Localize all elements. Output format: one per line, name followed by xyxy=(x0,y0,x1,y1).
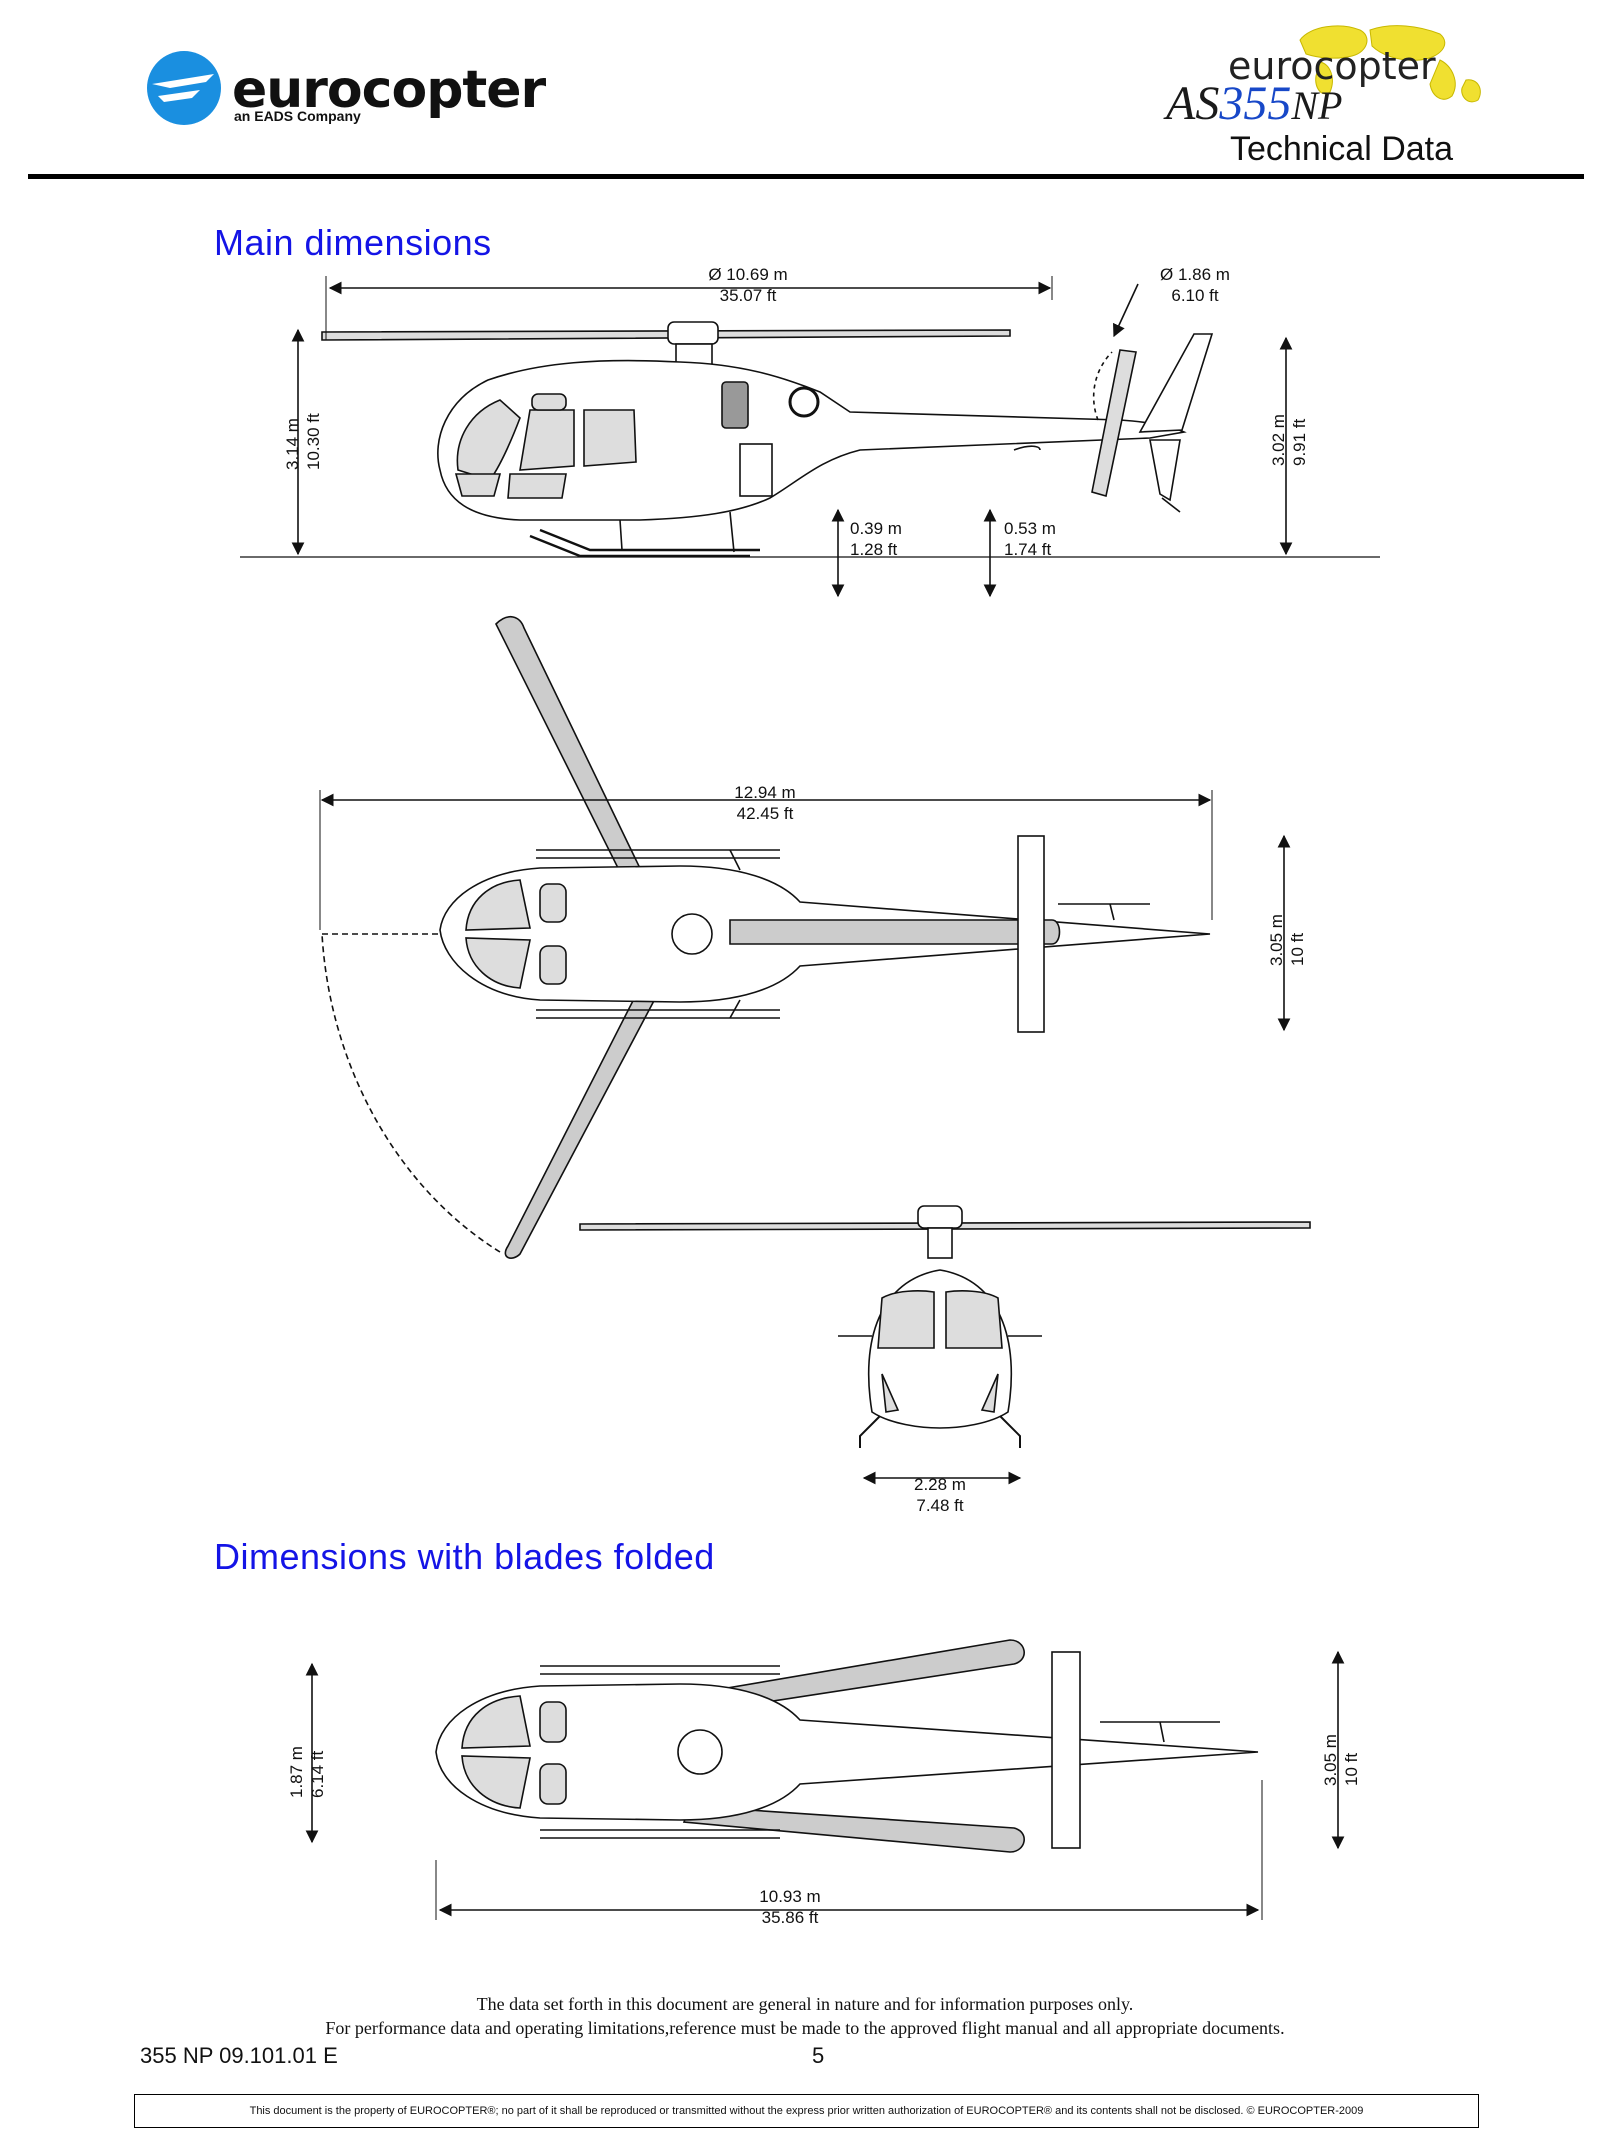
rotor-diameter-m: Ø 10.69 m xyxy=(708,265,788,284)
folded-stabilizer-ft: 10 ft xyxy=(1342,1752,1361,1786)
tail-height-ft: 9.91 ft xyxy=(1290,418,1309,466)
header-divider xyxy=(28,174,1584,179)
skid-width-ft: 7.48 ft xyxy=(916,1496,964,1515)
model-number: 355 xyxy=(1219,77,1292,130)
folded-width-m: 1.87 m xyxy=(287,1746,306,1798)
disclaimer-line-2: For performance data and operating limit… xyxy=(325,2018,1285,2038)
page-number: 5 xyxy=(812,2043,825,2068)
tail-rotor-diameter-m: Ø 1.86 m xyxy=(1160,265,1230,284)
logo-right-model: AS355NP xyxy=(1166,76,1342,131)
tail-clearance-ft: 1.74 ft xyxy=(1004,540,1052,559)
height-ft: 10.30 ft xyxy=(304,413,323,470)
stabilizer-span-ft: 10 ft xyxy=(1288,932,1307,966)
tail-rotor-diameter-ft: 6.10 ft xyxy=(1171,286,1219,305)
document-number: 355 NP 09.101.01 E xyxy=(140,2043,338,2068)
stabilizer-span-m: 3.05 m xyxy=(1267,914,1286,966)
overall-length-ft: 42.45 ft xyxy=(736,804,794,823)
tail-clearance-m: 0.53 m xyxy=(1004,519,1056,538)
skid-clearance-m: 0.39 m xyxy=(850,519,902,538)
model-suffix: NP xyxy=(1291,83,1343,128)
legal-notice-box: This document is the property of EUROCOP… xyxy=(134,2094,1479,2128)
disclaimer-line-1: The data set forth in this document are … xyxy=(476,1994,1134,2014)
height-m: 3.14 m xyxy=(283,418,302,470)
skid-clearance-ft: 1.28 ft xyxy=(850,540,898,559)
rotor-diameter-label: Ø 10.69 m 35.07 ft xyxy=(668,264,828,306)
overall-length-label: 12.94 m 42.45 ft xyxy=(700,782,830,824)
rotor-diameter-ft: 35.07 ft xyxy=(719,286,777,305)
skid-width-m: 2.28 m xyxy=(914,1475,966,1494)
top-view-drawing xyxy=(319,616,1291,1259)
logo-left-wordmark: eurocopter xyxy=(232,60,546,120)
folded-length-m: 10.93 m xyxy=(759,1887,821,1906)
overall-length-m: 12.94 m xyxy=(734,783,796,802)
folded-stabilizer-m: 3.05 m xyxy=(1321,1734,1340,1786)
folded-length-ft: 35.86 ft xyxy=(761,1908,819,1927)
folded-width-ft: 6.14 ft xyxy=(308,1750,327,1798)
tail-height-m: 3.02 m xyxy=(1269,414,1288,466)
folded-length-label: 10.93 m 35.86 ft xyxy=(720,1886,860,1928)
skid-width-label: 2.28 m 7.48 ft xyxy=(880,1474,1000,1516)
skid-clearance-label: 0.39 m 1.28 ft xyxy=(850,518,930,560)
model-prefix: AS xyxy=(1166,77,1220,130)
legal-notice: This document is the property of EUROCOP… xyxy=(249,2105,1364,2117)
folded-dimensions-title: Dimensions with blades folded xyxy=(214,1536,715,1577)
tail-rotor-diameter-label: Ø 1.86 m 6.10 ft xyxy=(1140,264,1250,306)
tail-clearance-label: 0.53 m 1.74 ft xyxy=(1004,518,1084,560)
folded-view-drawing xyxy=(305,1639,1345,1920)
logo-right-wordmark: eurocopter xyxy=(1228,44,1436,88)
main-dimensions-title: Main dimensions xyxy=(214,222,492,263)
front-view-drawing xyxy=(579,1205,1311,1485)
logo-left-subtitle: an EADS Company xyxy=(234,108,361,124)
side-view-drawing xyxy=(240,276,1380,598)
section-label: Technical Data xyxy=(1230,130,1454,168)
